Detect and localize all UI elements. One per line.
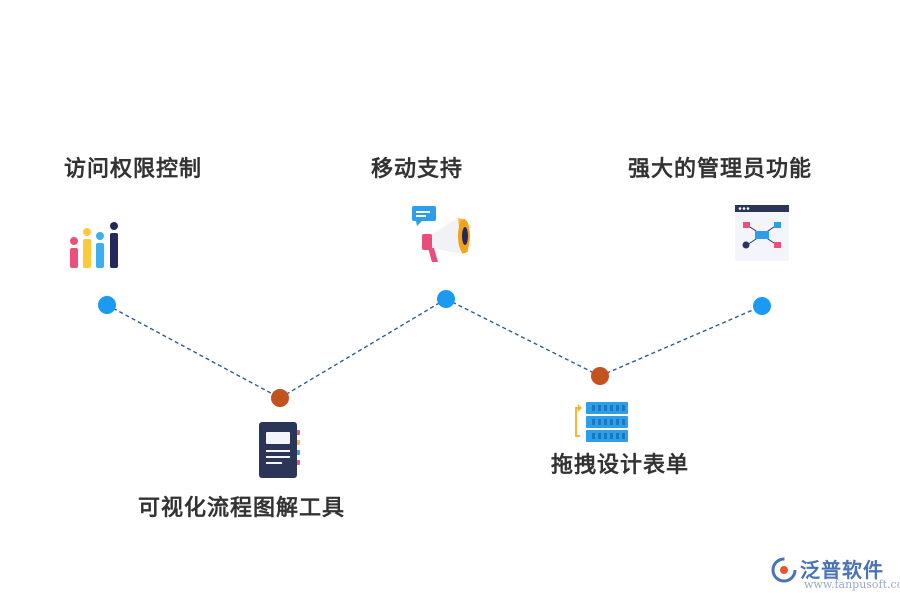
- connector-line: [106, 304, 281, 399]
- node-access-control: [98, 296, 116, 314]
- node-admin-functions: [753, 297, 771, 315]
- bar-chart-icon: [70, 222, 118, 268]
- flowchart-window-icon: [735, 205, 789, 261]
- document-icon: [259, 422, 300, 478]
- node-drag-form-design: [591, 367, 609, 385]
- feature-label-flowchart-tool: 可视化流程图解工具: [138, 496, 346, 521]
- feature-label-access-control: 访问权限控制: [64, 157, 203, 182]
- node-flowchart-tool: [271, 389, 289, 407]
- node-mobile-support: [437, 290, 455, 308]
- megaphone-icon: [412, 206, 470, 262]
- connector-line: [279, 298, 447, 399]
- feature-label-mobile-support: 移动支持: [371, 157, 464, 182]
- server-stack-icon: [575, 402, 628, 442]
- connector-line: [599, 305, 763, 377]
- brand-logo: 泛普软件 www.fanpusoft.com: [770, 554, 900, 594]
- brand-name: 泛普软件: [800, 558, 884, 582]
- connector-line: [445, 298, 601, 377]
- brand-url: www.fanpusoft.com: [804, 578, 900, 591]
- feature-label-admin-functions: 强大的管理员功能: [628, 157, 813, 182]
- feature-label-drag-form-design: 拖拽设计表单: [551, 453, 690, 478]
- brand-logo-mark-icon: [771, 557, 797, 583]
